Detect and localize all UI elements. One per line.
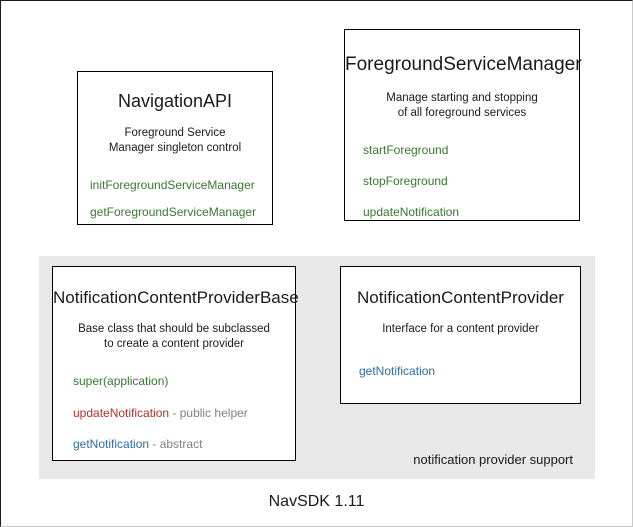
class-box-notification-content-provider: NotificationContentProvider Interface fo…	[340, 266, 581, 404]
member-name: stopForeground	[363, 173, 448, 188]
member-name: getNotification	[73, 437, 150, 452]
member-list-notification-content-provider: getNotification	[341, 364, 580, 379]
class-description-line-2: of all foreground services	[397, 107, 527, 120]
member-name: getForegroundServiceManager	[90, 204, 257, 219]
member-list-navigation-api: initForegroundServiceManager getForegrou…	[78, 177, 272, 220]
class-title-foreground-service-manager: ForegroundServiceManager	[345, 54, 582, 75]
footer-version-label: NavSDK 1.11	[268, 493, 365, 510]
class-title-notification-content-provider: NotificationContentProvider	[357, 288, 564, 307]
class-description-line-1: Base class that should be subclassed	[78, 322, 270, 335]
class-description-notification-content-provider-base: Base class that should be subclassed to …	[53, 322, 295, 353]
class-description-navigation-api: Foreground Service Manager singleton con…	[78, 126, 272, 157]
class-box-notification-content-provider-base: NotificationContentProviderBase Base cla…	[52, 266, 299, 461]
member-item: super(application)	[73, 373, 295, 389]
class-description-line-2: Manager singleton control	[108, 142, 242, 155]
member-item: startForeground	[363, 142, 579, 158]
member-item: updateNotification - public helper	[73, 405, 295, 421]
class-description-line-2: to create a content provider	[104, 338, 244, 351]
class-box-navigation-api: NavigationAPI Foreground Service Manager…	[77, 71, 273, 225]
member-list-foreground-service-manager: startForeground stopForeground updateNot…	[345, 142, 579, 220]
class-title-navigation-api: NavigationAPI	[117, 91, 233, 111]
member-item: getForegroundServiceManager	[90, 204, 272, 220]
member-item: initForegroundServiceManager	[90, 177, 272, 193]
class-box-foreground-service-manager: ForegroundServiceManager Manage starting…	[344, 29, 582, 221]
class-description-line-1: Foreground Service	[124, 126, 226, 139]
member-name: startForeground	[363, 142, 449, 157]
member-item: updateNotification	[363, 204, 579, 220]
member-list-notification-content-provider-base: super(application) updateNotification - …	[53, 373, 295, 452]
member-note: - public helper	[169, 405, 248, 420]
member-note: - abstract	[149, 437, 203, 452]
member-item: stopForeground	[363, 173, 579, 189]
member-name: updateNotification	[73, 405, 170, 420]
member-name: updateNotification	[363, 204, 460, 219]
member-item: getNotification	[359, 364, 580, 379]
class-title-notification-content-provider-base: NotificationContentProviderBase	[53, 288, 299, 307]
class-description-foreground-service-manager: Manage starting and stopping of all fore…	[345, 91, 579, 122]
class-description-line-1: Manage starting and stopping	[386, 91, 538, 104]
class-description-line-1: Interface for a content provider	[382, 322, 539, 335]
group-panel-label: notification provider support	[413, 452, 573, 467]
member-name: initForegroundServiceManager	[90, 177, 255, 192]
class-description-notification-content-provider: Interface for a content provider	[341, 322, 580, 338]
member-name: super(application)	[73, 373, 169, 388]
member-item: getNotification - abstract	[73, 437, 295, 452]
member-name: getNotification	[359, 364, 436, 379]
